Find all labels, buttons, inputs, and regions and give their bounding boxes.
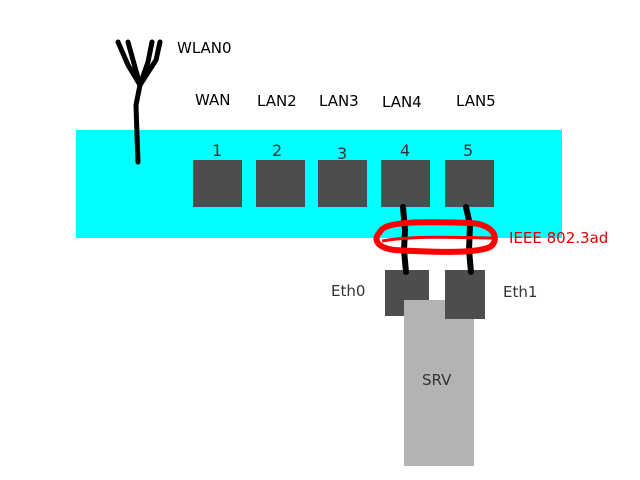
antenna-icon [115, 39, 163, 165]
server-label: SRV [422, 371, 452, 389]
server-box [404, 300, 474, 466]
port-3 [318, 160, 367, 207]
nic-label-eth1: Eth1 [503, 283, 538, 301]
port-name-4: LAN4 [382, 93, 422, 111]
port-1 [193, 160, 242, 207]
port-number-2: 2 [272, 141, 283, 160]
port-name-3: LAN3 [319, 92, 359, 110]
bond-loop [373, 219, 498, 255]
bond-label: IEEE 802.3ad [509, 229, 609, 247]
port-2 [256, 160, 305, 207]
port-number-4: 4 [400, 141, 411, 160]
server-box-top [404, 300, 445, 320]
cable-eth1 [463, 204, 474, 275]
port-name-1: WAN [195, 91, 231, 109]
cable-eth0 [400, 204, 409, 275]
port-4 [381, 160, 430, 207]
bond-loop-inner [381, 235, 493, 243]
port-name-5: LAN5 [456, 92, 496, 110]
port-number-5: 5 [463, 141, 474, 160]
port-5 [445, 160, 494, 207]
port-name-2: LAN2 [257, 92, 297, 110]
nic-label-eth0: Eth0 [331, 282, 366, 300]
antenna-label: WLAN0 [177, 39, 232, 57]
port-number-3: 3 [337, 144, 348, 163]
nic-eth1 [445, 270, 485, 319]
port-number-1: 1 [212, 141, 223, 160]
